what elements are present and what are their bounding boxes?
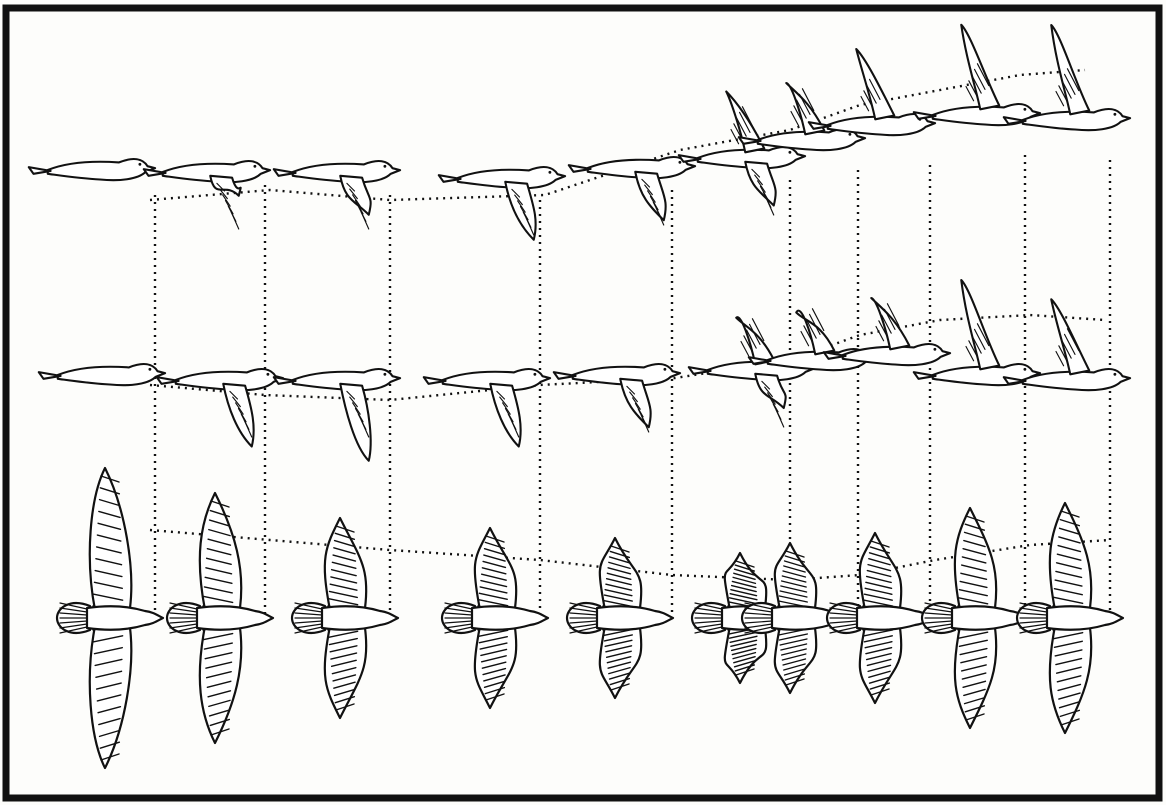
- bird-flight-illustration: [0, 0, 1166, 805]
